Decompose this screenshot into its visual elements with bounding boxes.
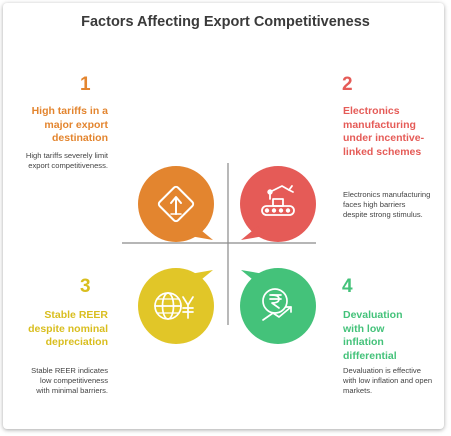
globe-yen-icon [154, 292, 194, 320]
rupee-growth-icon [262, 288, 292, 321]
factor-1-heading: High tariffs in a major export destinati… [31, 105, 108, 144]
factor-2-bubble [240, 166, 316, 242]
factor-3-description: Stable REER indicates low competitivenes… [31, 366, 108, 395]
page-title: Factors Affecting Export Competitiveness [81, 14, 370, 30]
factor-4-bubble [240, 268, 316, 344]
factor-1-description: High tariffs severely limit export compe… [25, 151, 108, 170]
factor-1-number: 1 [80, 74, 91, 95]
robot-arm-conveyor-icon [261, 185, 295, 216]
factor-4-number: 4 [342, 276, 353, 297]
factor-4-description: Devaluation is effective with low inflat… [343, 366, 433, 395]
factor-3-heading: Stable REER despite nominal depreciation [28, 309, 108, 348]
factor-2-description: Electronics manufacturing faces high bar… [343, 190, 431, 219]
factor-2-number: 2 [342, 74, 353, 95]
factor-2-heading: Electronics manufacturing under incentiv… [343, 105, 425, 158]
factor-4-heading: Devaluation with low inflation different… [343, 309, 403, 362]
factor-3-number: 3 [80, 276, 91, 297]
road-sign-arrow-icon [157, 185, 195, 223]
infographic-card [3, 3, 444, 429]
